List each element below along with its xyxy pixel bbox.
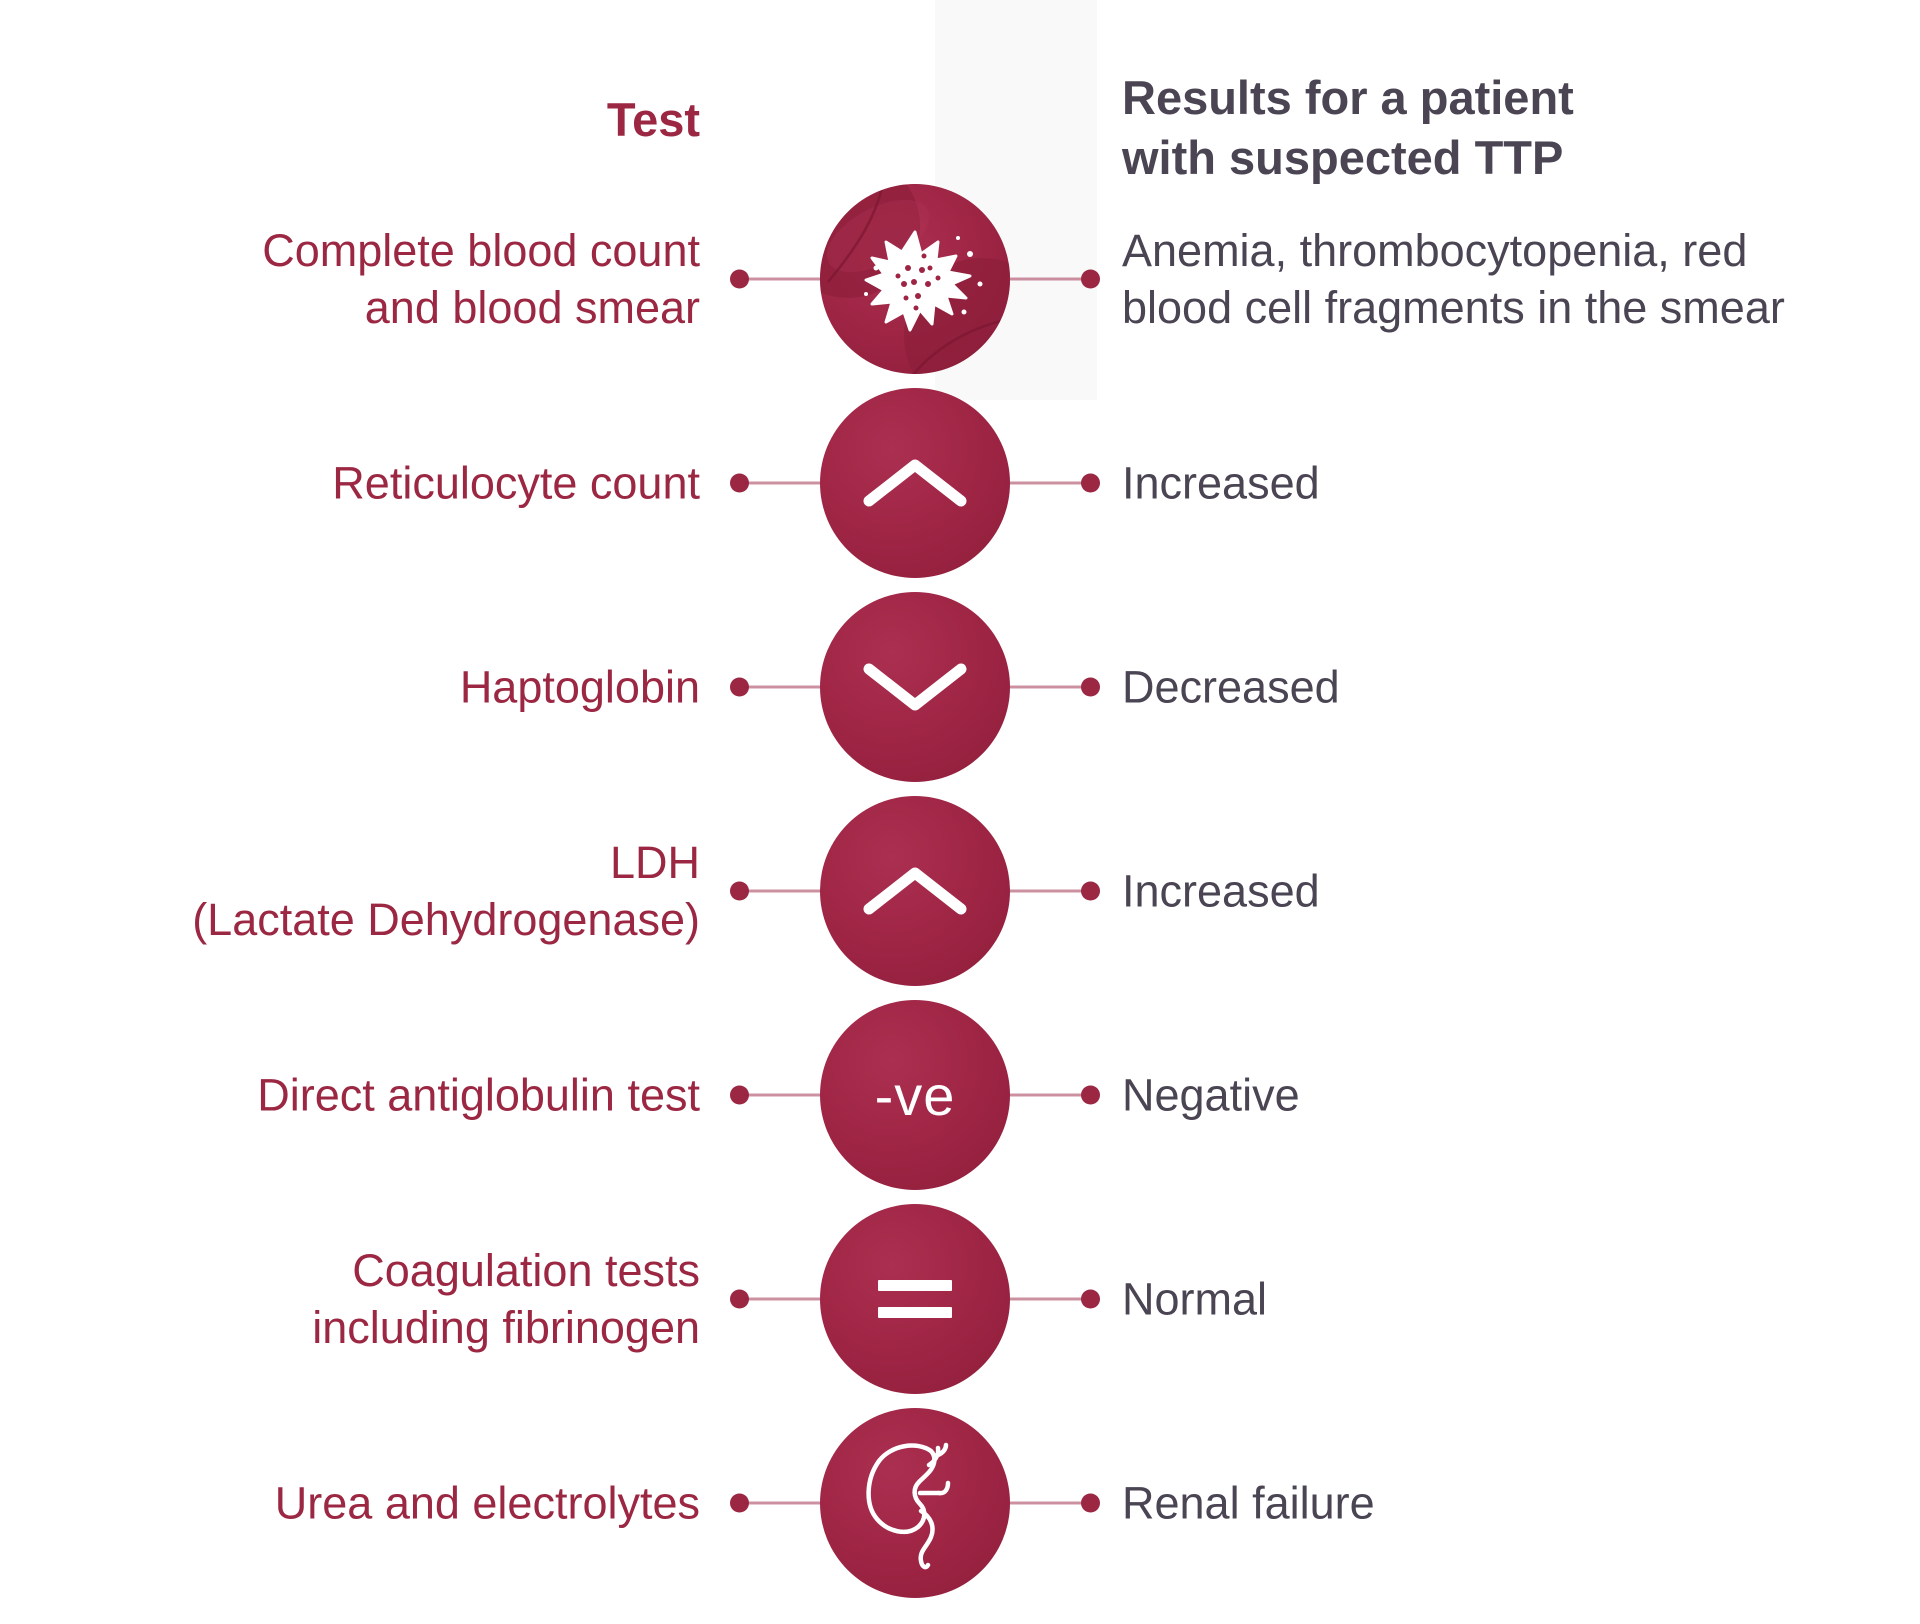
result-text: Increased [1122,865,1320,917]
test-label: Haptoglobin [459,661,700,713]
equals-icon [820,1204,1010,1394]
connector-line [744,277,822,281]
negative-icon-label: -ve [874,1063,956,1127]
chevron-up-icon [820,796,1010,986]
test-label: Urea and electrolytes [274,1477,700,1529]
result-text: Normal [1122,1273,1268,1325]
connector-dot [730,1493,749,1513]
results-column-header: Results for a patient with suspected TTP [1122,68,1574,188]
connector-dot [730,269,749,289]
connector-dot [1081,473,1100,493]
test-label: Complete blood count and blood smear [262,225,700,333]
table-row: Urea and electrolytes Renal failure [0,1408,1920,1598]
connector-line [744,1297,822,1301]
connector-line [1008,889,1086,893]
table-row: Coagulation tests including fibrinogen N… [0,1204,1920,1394]
connector-line [1008,685,1086,689]
results-header-line1: Results for a patient [1122,71,1574,124]
blood-smear-icon [820,184,1010,374]
result-text: Decreased [1122,661,1340,713]
connector-line [744,889,822,893]
connector-line [744,1501,822,1505]
result-text: Increased [1122,457,1320,509]
connector-line [1008,1501,1086,1505]
connector-dot [730,1085,749,1105]
connector-line [744,1093,822,1097]
negative-icon: -ve [820,1000,1010,1190]
chevron-up-icon [820,388,1010,578]
connector-dot [1081,1493,1100,1513]
connector-line [744,481,822,485]
table-row: LDH (Lactate Dehydrogenase) Increased [0,796,1920,986]
table-row: Direct antiglobulin test -ve Negative [0,1000,1920,1190]
connector-dot [730,473,749,493]
table-row: Reticulocyte count Increased [0,388,1920,578]
table-row: Complete blood count and blood smear [0,184,1920,374]
result-text: Renal failure [1122,1477,1375,1529]
connector-dot [1081,1085,1100,1105]
connector-dot [730,881,749,901]
connector-dot [1081,1289,1100,1309]
table-row: Haptoglobin Decreased [0,592,1920,782]
connector-dot [730,1289,749,1309]
connector-line [1008,277,1086,281]
connector-dot [1081,677,1100,697]
test-label: Reticulocyte count [332,457,700,509]
kidney-icon [820,1408,1010,1598]
result-text: Negative [1122,1069,1300,1121]
connector-line [744,685,822,689]
connector-line [1008,1297,1086,1301]
test-label: Coagulation tests including fibrinogen [312,1245,700,1353]
chevron-down-icon [820,592,1010,782]
test-label: Direct antiglobulin test [257,1069,700,1121]
connector-dot [1081,269,1100,289]
connector-line [1008,481,1086,485]
connector-line [1008,1093,1086,1097]
connector-dot [1081,881,1100,901]
test-label: LDH (Lactate Dehydrogenase) [192,837,700,945]
result-text: Anemia, thrombocytopenia, red blood cell… [1122,225,1785,333]
test-column-header: Test [606,93,700,146]
results-header-line2: with suspected TTP [1122,131,1564,184]
connector-dot [730,677,749,697]
